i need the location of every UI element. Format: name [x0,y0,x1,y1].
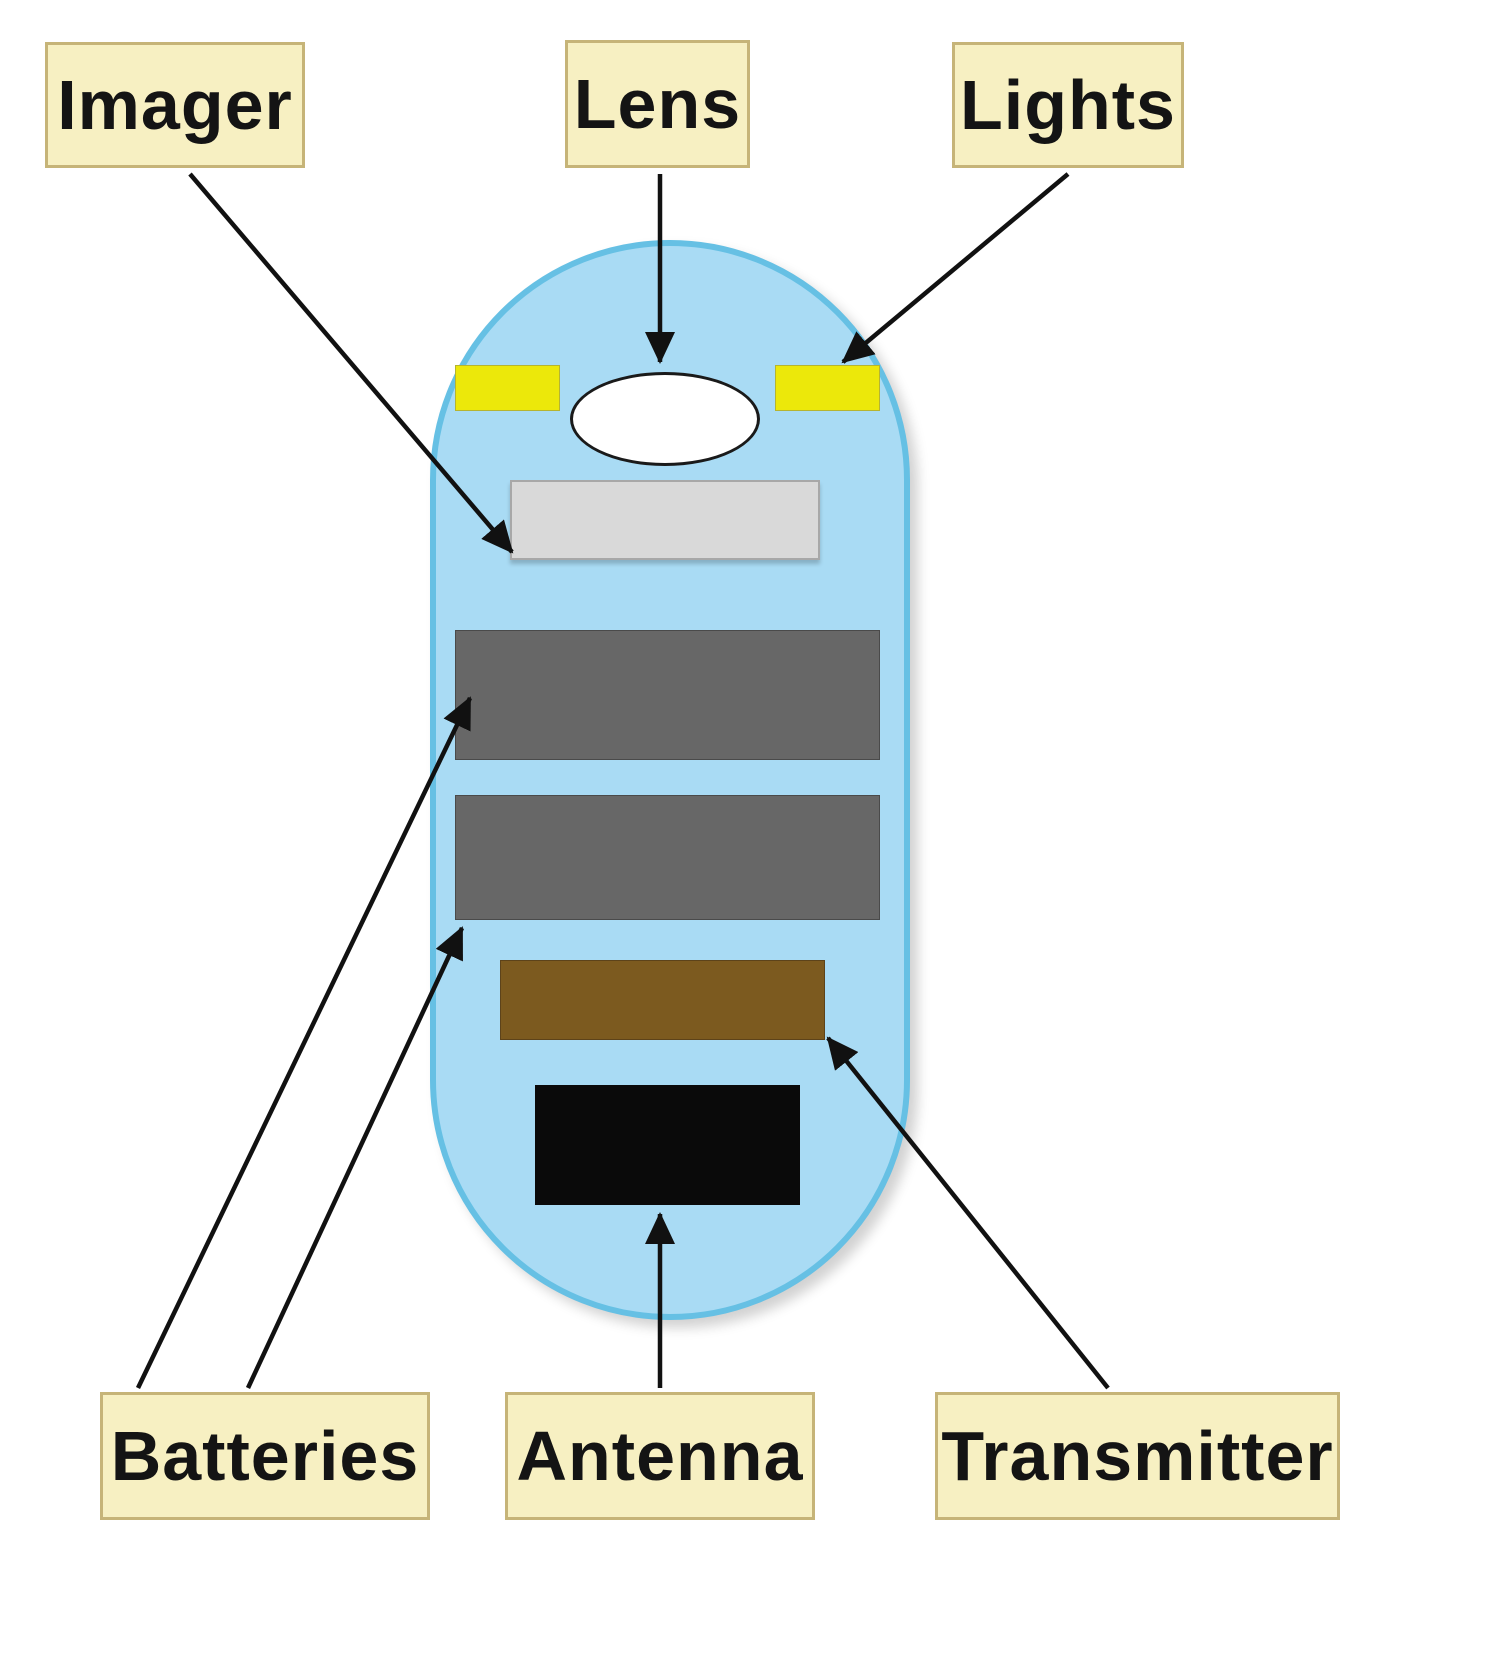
label-imager: Imager [45,42,305,168]
label-lights: Lights [952,42,1184,168]
battery-top-rect [455,630,880,760]
battery-bottom-rect [455,795,880,920]
label-lens-text: Lens [573,65,742,143]
label-transmitter-text: Transmitter [941,1417,1334,1495]
imager-rect [510,480,820,560]
label-imager-text: Imager [57,66,293,144]
transmitter-rect [500,960,825,1040]
arrow-batteries-1 [135,696,473,1389]
label-batteries-text: Batteries [110,1417,420,1495]
label-batteries: Batteries [100,1392,430,1520]
label-antenna-text: Antenna [516,1417,804,1495]
arrow-lights [841,172,1070,364]
light-left-rect [455,365,560,411]
antenna-rect [535,1085,800,1205]
label-transmitter: Transmitter [935,1392,1340,1520]
light-right-rect [775,365,880,411]
label-lens: Lens [565,40,750,168]
label-lights-text: Lights [960,66,1176,144]
label-antenna: Antenna [505,1392,815,1520]
lens-ellipse [570,372,760,466]
